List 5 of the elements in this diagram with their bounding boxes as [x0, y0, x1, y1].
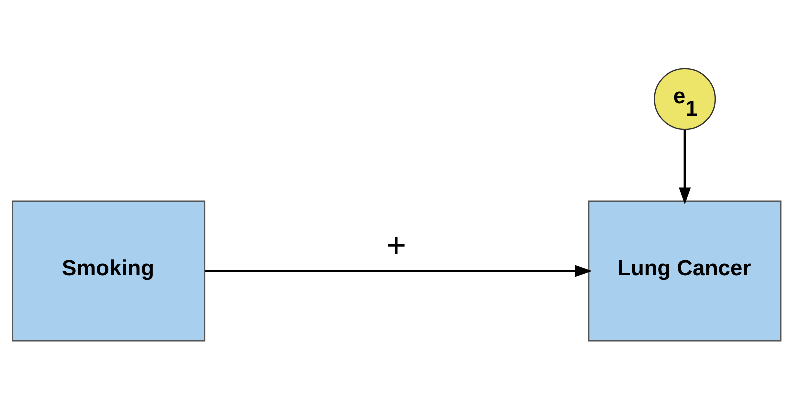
node-box: Lung Cancer	[588, 200, 782, 342]
arrow	[205, 265, 592, 278]
arrow	[679, 130, 692, 205]
edge-label: +	[386, 227, 407, 266]
node-box: Smoking	[12, 200, 206, 342]
